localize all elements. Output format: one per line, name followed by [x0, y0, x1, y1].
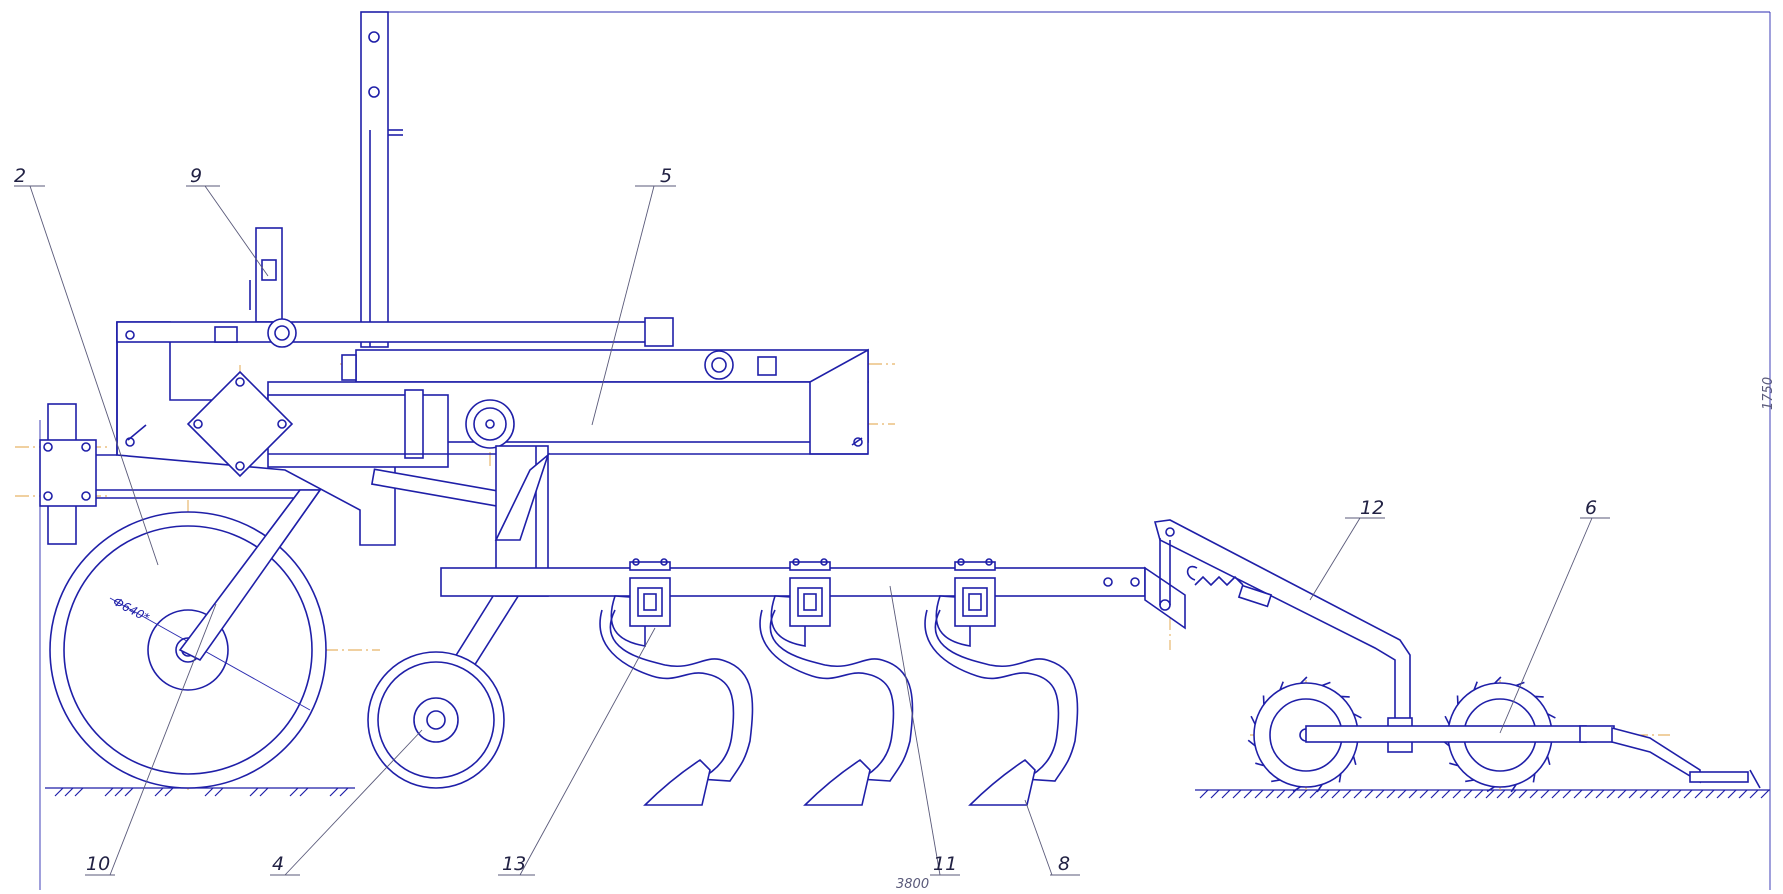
tine-holder-pin: [643, 593, 657, 611]
tine-1: [599, 558, 754, 806]
callout-5: 5: [660, 165, 672, 187]
front-hitch-block: [39, 403, 300, 545]
tine-shank: [759, 609, 914, 782]
tine-holder-window: [637, 587, 663, 617]
tine-holder-pin: [803, 593, 817, 611]
tine-clamp-top: [954, 561, 996, 571]
callout-leaders: [14, 185, 1610, 876]
mount-plate: [186, 370, 294, 478]
tine-3: [924, 558, 1079, 806]
tine-holder-pin: [968, 593, 982, 611]
tine-2: [759, 558, 914, 806]
cultivator-tines: [599, 558, 1079, 806]
tine-bolt: [660, 558, 668, 566]
tine-clamp-top: [629, 561, 671, 571]
support-wheel-2: [49, 489, 327, 789]
callout-9: 9: [190, 165, 202, 187]
callout-4: 4: [272, 853, 284, 875]
tine-sweep: [643, 758, 711, 806]
rear-link-12: [1153, 519, 1413, 753]
callout-labels: 2 9 5 12 6 10 4 13 11 8: [14, 165, 1597, 875]
rear-tow-bar: [1305, 725, 1761, 789]
tine-bolt: [957, 558, 965, 566]
tine-holder-window: [962, 587, 988, 617]
tine-shank: [599, 609, 754, 782]
overall-height-dim: 1750: [1761, 377, 1776, 410]
tine-sweep: [803, 758, 871, 806]
tine-sweep: [968, 758, 1036, 806]
callout-6: 6: [1585, 497, 1597, 519]
callout-11: 11: [933, 853, 957, 875]
callout-2: 2: [14, 165, 26, 187]
tine-holder-window: [797, 587, 823, 617]
tine-bolt: [632, 558, 640, 566]
overall-length-dim: 3800: [896, 877, 929, 892]
lift-bracket-9: [249, 227, 283, 323]
ground-left: [45, 787, 355, 797]
tine-clamp-top: [789, 561, 831, 571]
hitch-mast: [360, 11, 403, 348]
tine-bolt: [820, 558, 828, 566]
tine-bolt: [985, 558, 993, 566]
callout-12: 12: [1360, 497, 1384, 519]
tine-bolt: [792, 558, 800, 566]
ground-right: [1195, 789, 1770, 799]
depth-wheel-assembly: [367, 468, 524, 789]
callout-8: 8: [1058, 853, 1070, 875]
callout-10: 10: [86, 853, 110, 875]
callout-13: 13: [502, 853, 526, 875]
main-frame-5: [116, 317, 869, 546]
tine-shank: [924, 609, 1079, 782]
